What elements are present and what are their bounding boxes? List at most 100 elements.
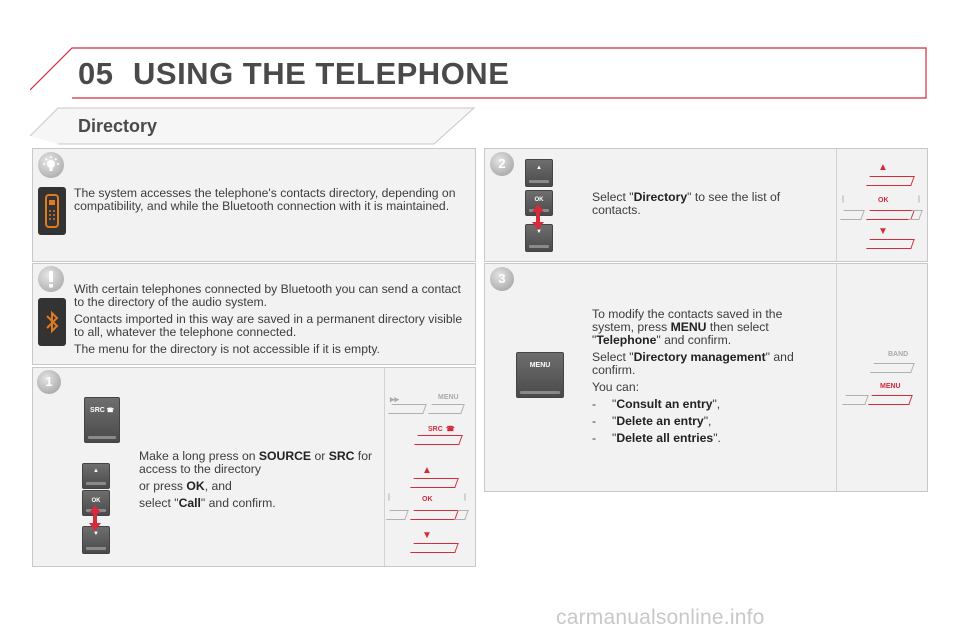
arrow-up-icon: ▲ xyxy=(93,468,99,474)
step2-panel xyxy=(484,148,928,262)
step1-line2-post: , and xyxy=(204,479,232,493)
step2-text-post: " to see the list of contacts. xyxy=(592,190,781,217)
diagram-menu-label: MENU xyxy=(438,394,459,401)
diagram-line-red xyxy=(868,395,913,405)
press-arrow-icon xyxy=(532,204,544,230)
diagram-band-label: BAND xyxy=(888,351,909,358)
step3-option: -"Delete all entries". xyxy=(592,432,814,445)
diagram-arrow-up-icon: ▲ xyxy=(878,162,888,173)
step1-diagram: ▸▸ MENU SRC ☎ ▲ | OK | ▼ xyxy=(386,390,474,560)
watermark: carmanualsonline.info xyxy=(556,606,765,629)
step3-badge: 3 xyxy=(490,267,514,291)
diagram-ok-label: OK xyxy=(422,496,433,503)
step3-telephone: Telephone xyxy=(596,333,657,347)
diagram-arrow-down-icon: ▼ xyxy=(422,530,432,541)
section-header-frame xyxy=(30,107,476,145)
page-title: USING THE TELEPHONE xyxy=(133,56,510,91)
diagram-line xyxy=(428,404,465,414)
step1-source: SOURCE xyxy=(258,449,312,463)
diagram-tick-icon: | xyxy=(918,196,920,203)
step3-divider xyxy=(836,264,837,491)
step1-line1-post: for access to the directory xyxy=(139,449,373,476)
arrow-down-icon: ▼ xyxy=(93,531,99,537)
step1-line1: Make a long press on SOURCE or SRC for a… xyxy=(139,450,377,476)
diagram-arrow-down-icon: ▼ xyxy=(878,226,888,237)
step3-option-pre: " xyxy=(612,431,617,445)
step1-line2: or press OK, and xyxy=(139,480,377,493)
src-key: SRC ☎ xyxy=(84,397,120,443)
warning-panel xyxy=(32,263,476,365)
step3-directory-management: Directory management xyxy=(633,350,766,364)
step1-ok: OK xyxy=(186,479,205,493)
step3-option: -"Consult an entry", xyxy=(592,398,814,411)
diagram-ok-label: OK xyxy=(878,197,889,204)
diagram-line-red xyxy=(410,510,459,520)
step1-line3-pre: select " xyxy=(139,496,179,510)
diagram-line xyxy=(908,210,923,220)
ok-key-label: OK xyxy=(534,197,544,203)
diagram-line-red xyxy=(410,543,459,553)
section-title: Directory xyxy=(78,116,158,136)
step1-line3: select "Call" and confirm. xyxy=(139,497,377,510)
step1-line1-mid: or xyxy=(311,449,329,463)
diagram-line xyxy=(870,363,915,373)
step3-p1-pre: To modify the contacts saved in the syst… xyxy=(592,307,783,334)
step3-option-dash: - xyxy=(592,431,597,445)
diagram-menu-label: MENU xyxy=(880,383,901,390)
step1-line1-pre: Make a long press on xyxy=(139,449,259,463)
diagram-line xyxy=(842,395,869,405)
step1-src: SRC xyxy=(328,449,355,463)
diagram-line xyxy=(386,510,409,520)
chapter-header-frame xyxy=(30,47,927,99)
src-key-label: SRC xyxy=(90,407,105,414)
step3-p1-post: " and confirm. xyxy=(656,333,732,347)
step1-line3-post: " and confirm. xyxy=(200,496,276,510)
step3-p2-pre: Select " xyxy=(592,350,634,364)
diagram-line-red xyxy=(866,176,915,186)
diagram-line xyxy=(840,210,865,220)
down-key: ▼ xyxy=(82,526,110,554)
up-key: ▲ xyxy=(525,159,553,187)
step3-p1: To modify the contacts saved in the syst… xyxy=(592,308,814,347)
diagram-tick-icon: | xyxy=(464,494,466,501)
lightbulb-icon xyxy=(38,152,64,178)
ok-key-label: OK xyxy=(91,498,101,504)
step3-p2-post: " and confirm. xyxy=(592,350,794,377)
step3-option-label: Consult an entry xyxy=(616,397,713,411)
step3-p3: You can: xyxy=(592,380,639,394)
diagram-line xyxy=(454,510,469,520)
diagram-tick-icon: | xyxy=(842,196,844,203)
step3-option-label: Delete an entry xyxy=(616,414,704,428)
press-arrow-icon xyxy=(89,505,101,531)
step3-option-label: Delete all entries xyxy=(616,431,714,445)
warning-paragraph: Contacts imported in this way are saved … xyxy=(74,312,463,339)
info-panel xyxy=(32,148,476,262)
step3-text: To modify the contacts saved in the syst… xyxy=(592,308,814,449)
step1-text: Make a long press on SOURCE or SRC for a… xyxy=(139,450,377,514)
diagram-src-label: SRC xyxy=(428,426,443,433)
bluetooth-icon xyxy=(38,298,66,346)
step2-badge: 2 xyxy=(490,152,514,176)
warning-text: With certain telephones connected by Blu… xyxy=(74,283,466,360)
arrow-up-icon: ▲ xyxy=(536,165,542,171)
up-key: ▲ xyxy=(82,463,110,489)
step3-option-post: ", xyxy=(712,397,721,411)
phone-handset-icon: ☎ xyxy=(104,408,114,414)
diagram-line-red xyxy=(410,478,459,488)
info-text: The system accesses the telephone's cont… xyxy=(74,186,456,213)
warning-paragraph: The menu for the directory is not access… xyxy=(74,342,380,356)
step1-badge: 1 xyxy=(37,370,61,394)
step3-diagram: BAND MENU xyxy=(838,345,926,415)
diagram-tick-icon: | xyxy=(388,494,390,501)
step2-text-pre: Select " xyxy=(592,190,634,204)
menu-key-label: MENU xyxy=(529,362,551,369)
step2-text: Select "Directory" to see the list of co… xyxy=(592,191,814,217)
step3-option-dash: - xyxy=(592,397,597,411)
step1-line2-pre: or press xyxy=(139,479,187,493)
arrow-down-icon: ▼ xyxy=(536,229,542,235)
step3-p1-mid: then select " xyxy=(592,320,769,347)
step1-call: Call xyxy=(178,496,201,510)
step3-p2: Select "Directory management" and confir… xyxy=(592,351,814,377)
step3-option-post: ", xyxy=(703,414,712,428)
step2-directory: Directory xyxy=(633,190,688,204)
